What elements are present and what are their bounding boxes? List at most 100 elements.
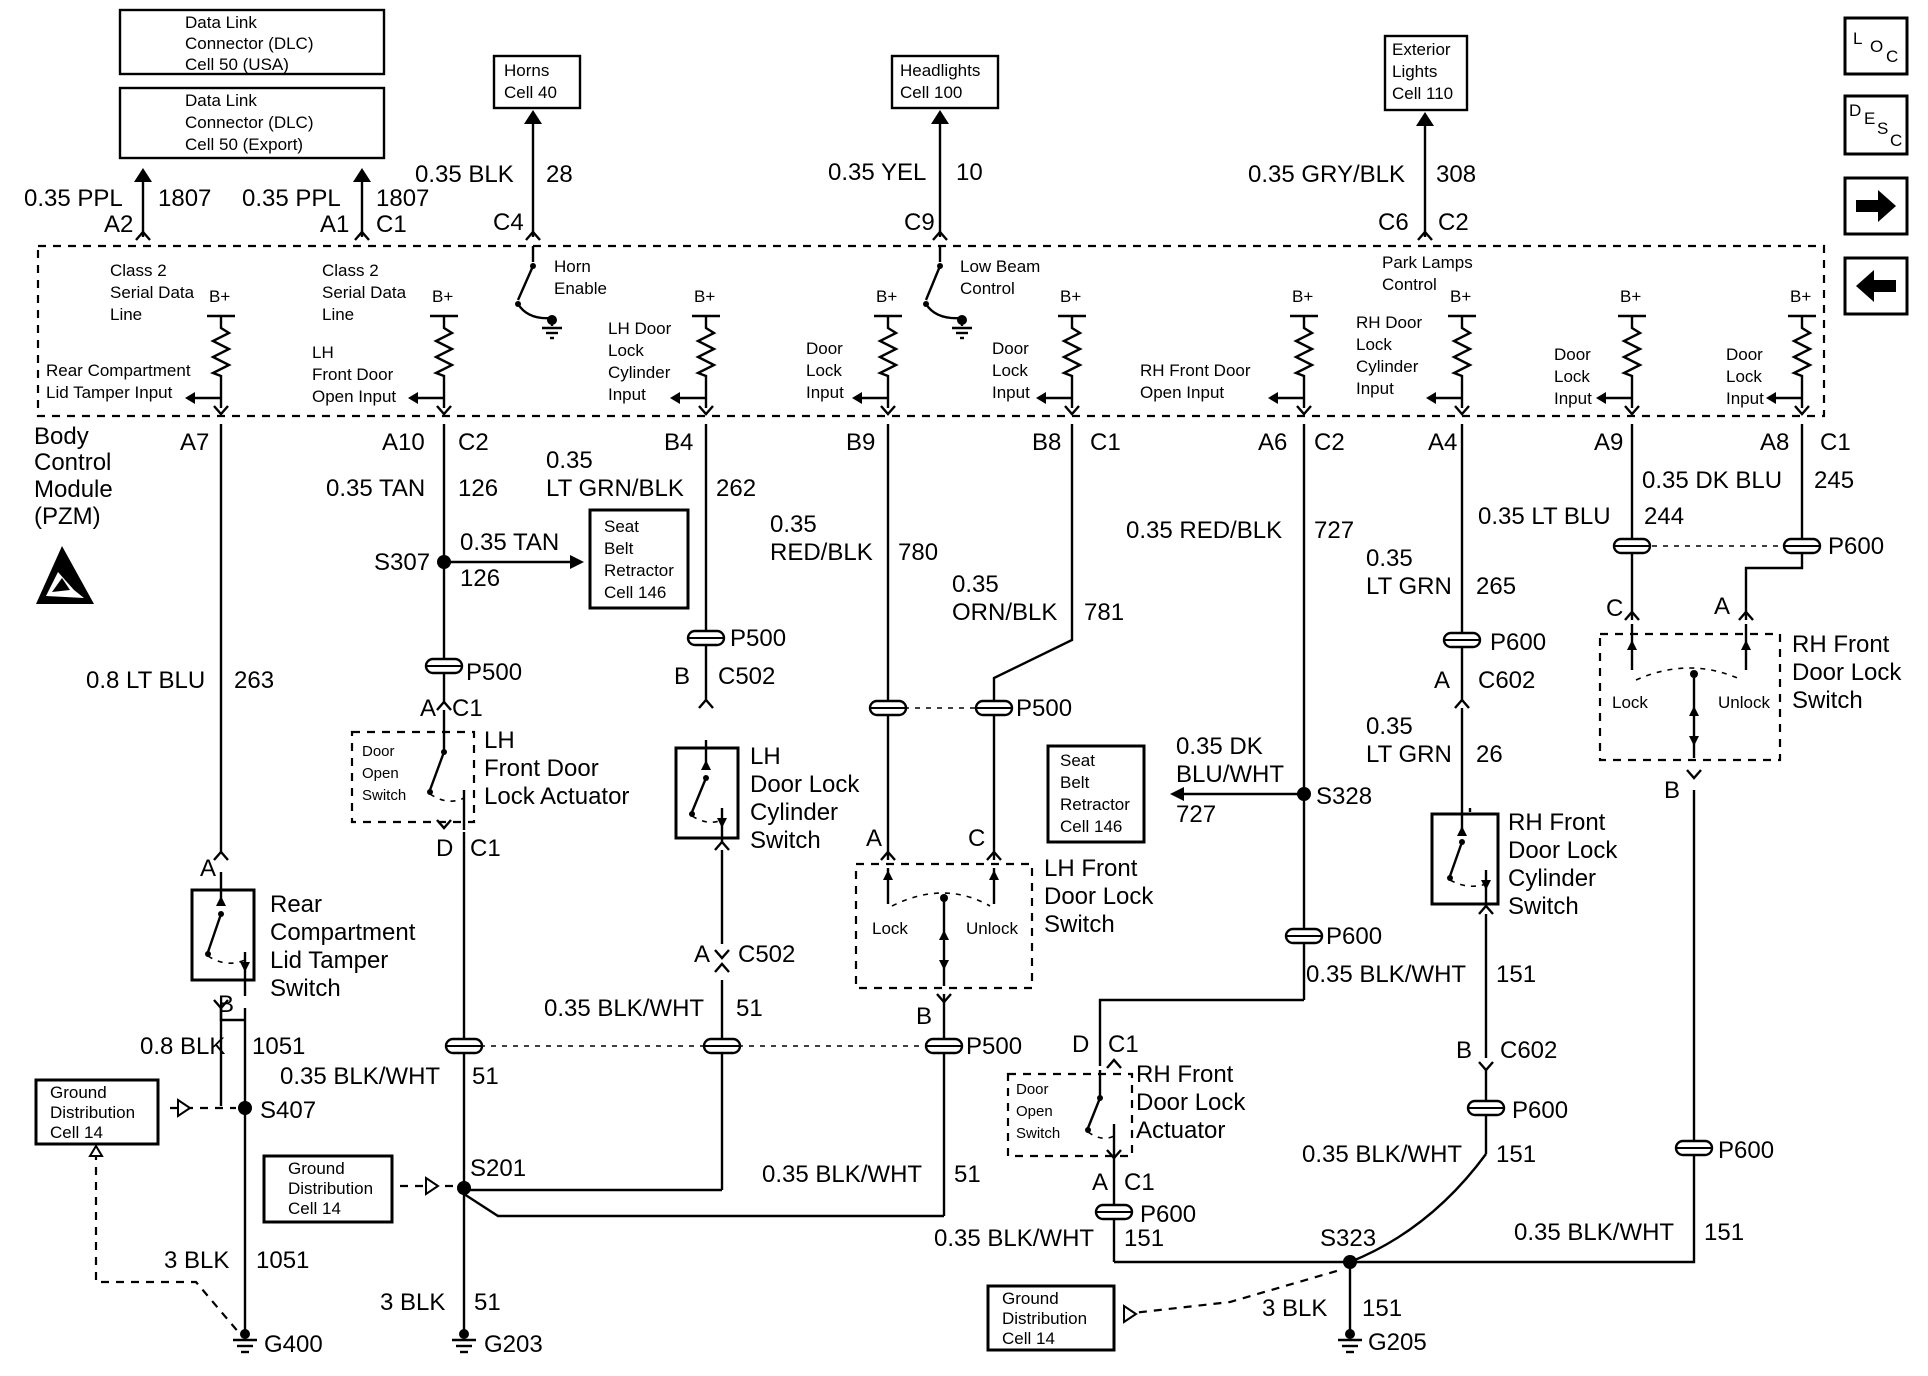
pullup-resistor: B+ [670,287,720,416]
rh-front-door-lock-switch: Lock Unlock RH Front Door Lock Switch C … [1598,593,1902,804]
svg-text:Switch: Switch [270,975,341,1002]
svg-text:Input: Input [1356,379,1394,398]
svg-text:151: 151 [1496,1141,1536,1168]
bcm-box [36,244,1826,418]
svg-text:P500: P500 [966,1033,1022,1060]
rh-front-door-lock-cylinder-switch: RH Front Door Lock Cylinder Switch A C60… [1430,667,1618,1064]
svg-text:Retractor: Retractor [604,561,674,580]
svg-text:Door Lock: Door Lock [750,771,860,798]
svg-text:Unlock: Unlock [966,919,1018,938]
ref-box-seat-belt-1[interactable]: Seat Belt Retractor Cell 146 [588,508,690,610]
svg-text:1051: 1051 [252,1033,305,1060]
ref-box-exterior-lights[interactable]: Exterior Lights Cell 110 [1383,34,1469,112]
svg-text:263: 263 [234,667,274,694]
svg-text:S407: S407 [260,1097,316,1124]
svg-text:LH: LH [750,743,781,770]
svg-text:C: C [968,825,985,852]
ref-text: Lights [1392,62,1437,81]
svg-text:LH: LH [484,727,515,754]
pin-a2: A2 [104,211,133,238]
wire-color-28: 0.35 BLK [415,161,514,188]
svg-text:Door: Door [992,339,1029,358]
svg-text:Ground: Ground [50,1083,107,1102]
svg-text:P600: P600 [1512,1097,1568,1124]
ref-text: Data Link [185,91,257,110]
pullup-resistor: B+ [1596,287,1646,416]
svg-text:Switch: Switch [1508,893,1579,920]
pin-c6: C6 [1378,209,1409,236]
ref-text: Data Link [185,13,257,32]
svg-text:0.35 BLK/WHT: 0.35 BLK/WHT [544,995,704,1022]
ref-text: Exterior [1392,40,1451,59]
svg-text:Cylinder: Cylinder [1508,865,1596,892]
svg-text:P600: P600 [1326,923,1382,950]
wires-main [219,424,1804,1334]
svg-text:Input: Input [1554,389,1592,408]
next-page-button[interactable] [1843,176,1909,236]
svg-text:RH Front: RH Front [1508,809,1606,836]
ref-box-ground-2[interactable]: Ground Distribution Cell 14 [262,1154,394,1224]
svg-text:0.35: 0.35 [952,571,999,598]
svg-text:Line: Line [322,305,354,324]
ref-box-dlc-export[interactable]: Data Link Connector (DLC) Cell 50 (Expor… [118,86,386,160]
svg-text:C502: C502 [738,941,795,968]
svg-text:Class 2: Class 2 [322,261,379,280]
svg-text:LH: LH [312,343,334,362]
ref-text: Connector (DLC) [185,113,314,132]
svg-text:0.35 TAN: 0.35 TAN [326,475,425,502]
svg-text:Distribution: Distribution [1002,1309,1087,1328]
svg-text:Door: Door [806,339,843,358]
wire-circuit-1807b: 1807 [376,185,429,212]
svg-text:126: 126 [460,565,500,592]
ref-box-ground-3[interactable]: Ground Distribution Cell 14 [986,1284,1116,1352]
svg-text:126: 126 [458,475,498,502]
svg-text:Door Lock: Door Lock [1508,837,1618,864]
svg-text:A4: A4 [1428,429,1457,456]
svg-text:262: 262 [716,475,756,502]
svg-text:0.8 BLK: 0.8 BLK [140,1033,225,1060]
svg-text:Cylinder: Cylinder [1356,357,1419,376]
ref-text: Cell 40 [504,83,557,102]
svg-text:3 BLK: 3 BLK [380,1289,445,1316]
ref-box-headlights[interactable]: Headlights Cell 100 [890,54,1000,110]
ref-box-seat-belt-2[interactable]: Seat Belt Retractor Cell 146 [1046,744,1146,844]
svg-text:Door: Door [362,743,395,760]
svg-text:A: A [1092,1169,1108,1196]
bcm-name-line3: Module [34,476,113,503]
svg-text:Rear: Rear [270,891,322,918]
svg-text:P500: P500 [730,625,786,652]
svg-text:S323: S323 [1320,1225,1376,1252]
ref-box-ground-1[interactable]: Ground Distribution Cell 14 [34,1078,160,1146]
svg-text:Horn: Horn [554,257,591,276]
svg-text:RH Front Door: RH Front Door [1140,361,1251,380]
svg-text:LT GRN: LT GRN [1366,741,1452,768]
prev-page-button[interactable] [1843,256,1909,316]
bcm-pullup-resistors: B+B+B+B+B+B+B+B+B+ [185,287,1816,416]
svg-text:727: 727 [1314,517,1354,544]
loc-button[interactable]: L O C [1843,16,1909,76]
svg-text:Enable: Enable [554,279,607,298]
svg-text:727: 727 [1176,801,1216,828]
svg-text:C602: C602 [1478,667,1535,694]
svg-text:S201: S201 [470,1155,526,1182]
ref-text: Cell 50 (USA) [185,55,289,74]
svg-text:Belt: Belt [1060,773,1090,792]
ref-box-horns[interactable]: Horns Cell 40 [492,54,582,110]
pullup-resistor: B+ [1426,287,1476,416]
svg-text:RH Front: RH Front [1136,1061,1234,1088]
svg-text:Door Lock: Door Lock [1792,659,1902,686]
svg-text:0.35: 0.35 [770,511,817,538]
svg-text:C: C [1606,595,1623,622]
svg-text:Belt: Belt [604,539,634,558]
svg-text:Open Input: Open Input [1140,383,1224,402]
svg-text:A: A [866,825,882,852]
connector-chevrons [213,610,1754,1160]
lh-door-lock-cylinder-switch: LH Door Lock Cylinder Switch B C502 A C5… [674,663,860,968]
svg-text:151: 151 [1124,1225,1164,1252]
horn-enable-switch [515,246,562,340]
pin-c2-top: C2 [1438,209,1469,236]
svg-text:P500: P500 [466,659,522,686]
ref-box-dlc-usa[interactable]: Data Link Connector (DLC) Cell 50 (USA) [118,8,386,76]
desc-button[interactable]: D E S C [1843,94,1909,156]
svg-text:Lock: Lock [1726,367,1762,386]
